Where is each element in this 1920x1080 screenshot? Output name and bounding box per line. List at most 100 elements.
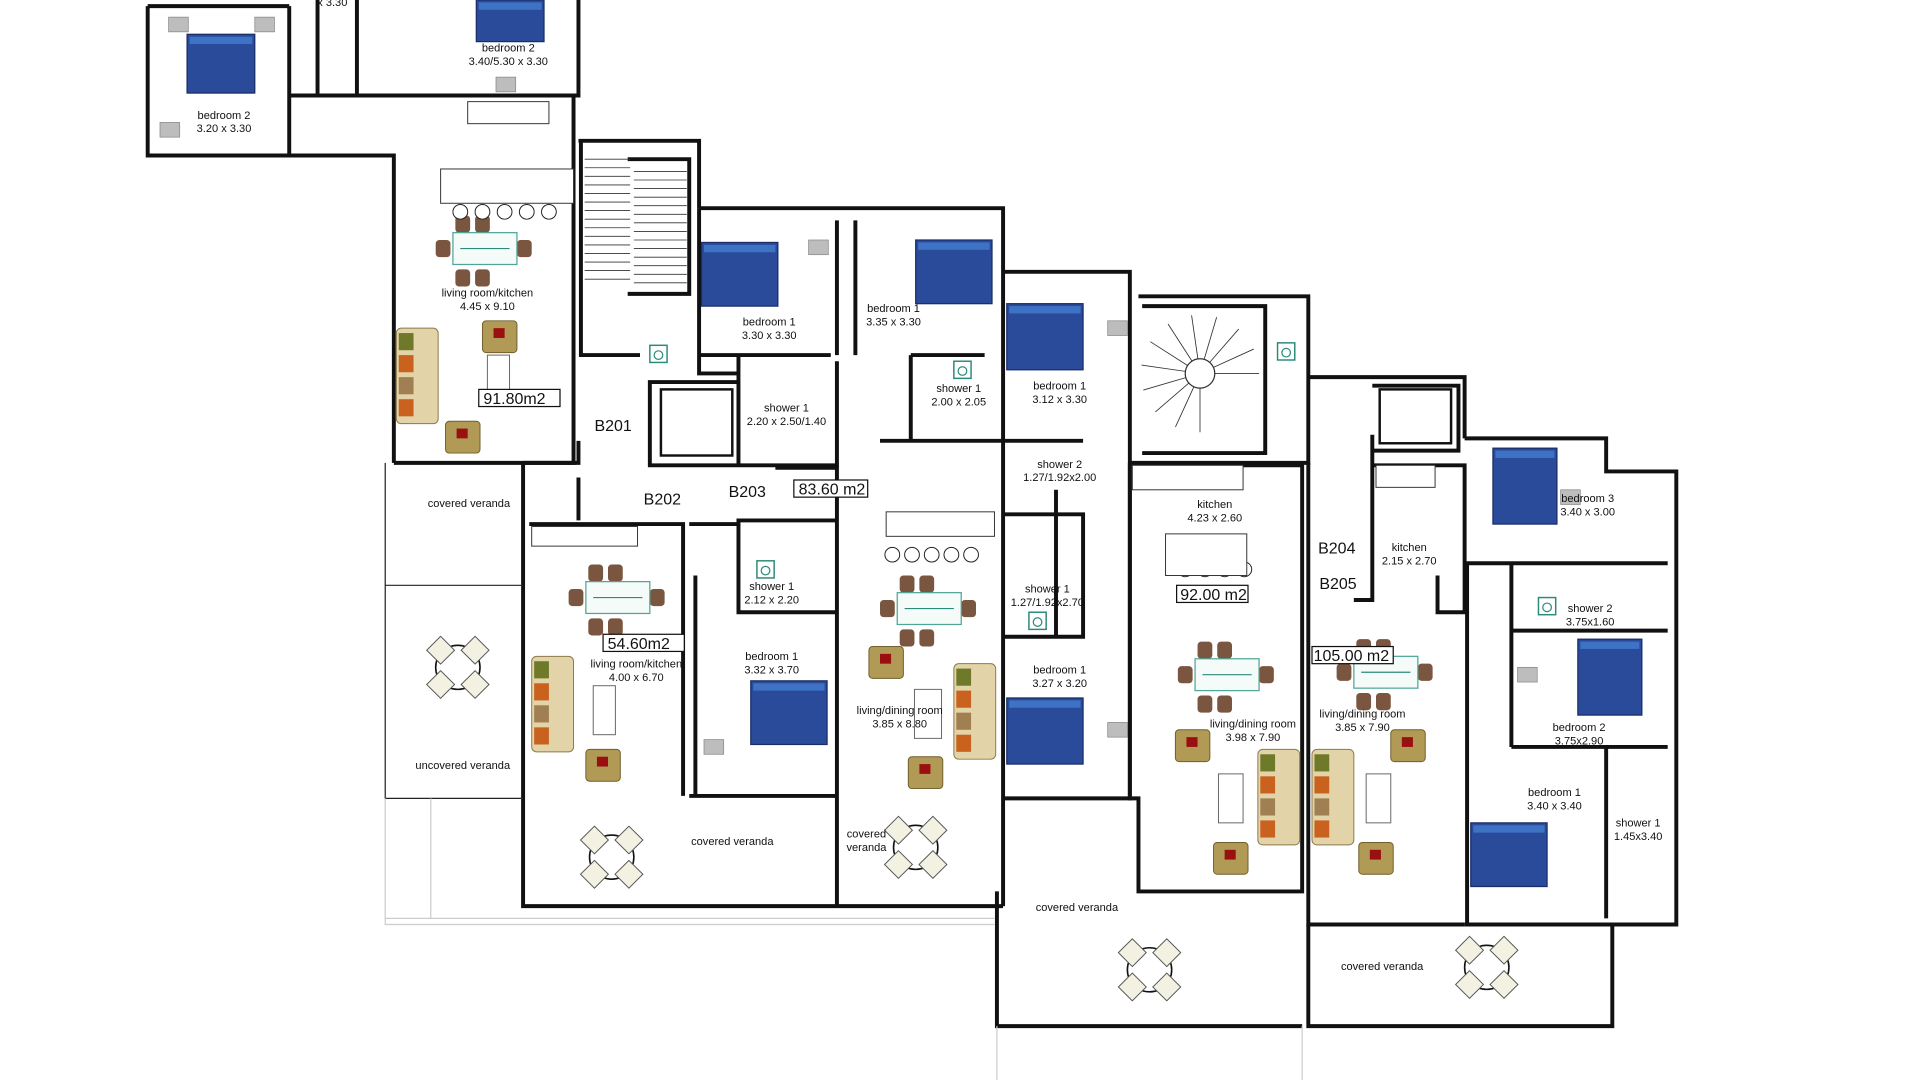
sofa-cushion <box>534 705 549 723</box>
veranda-chair-icon <box>614 825 644 855</box>
nightstand-icon <box>703 739 725 755</box>
area-box <box>478 388 561 408</box>
chair-icon <box>588 618 604 636</box>
nightstand-icon <box>495 76 517 93</box>
wall <box>880 353 1004 443</box>
room-label: bedroom 23.20 x 3.30 <box>197 110 252 135</box>
stair-step <box>1167 323 1193 362</box>
room-dimensions: 3.20 x 3.30 <box>197 123 252 135</box>
nightstand-icon <box>159 122 181 138</box>
sofa-cushion <box>398 399 414 417</box>
room-name: living/dining room <box>857 705 943 717</box>
room-dimensions: 3.35 x 3.30 <box>866 317 921 329</box>
sofa-cushion <box>398 377 414 395</box>
wheelchair-accessible-icon <box>1537 596 1557 616</box>
room-dimensions: 3.75x1.60 <box>1566 617 1615 629</box>
wall <box>393 95 702 465</box>
chair-icon <box>919 629 935 647</box>
veranda-label-line1: covered <box>847 829 886 841</box>
bed-pillow <box>918 242 990 250</box>
chair-icon <box>919 575 935 593</box>
veranda-chair-icon <box>614 859 644 889</box>
sofa-cushion <box>534 683 549 701</box>
sign-frame <box>953 360 972 380</box>
wheel <box>760 565 771 576</box>
coffee-table-icon <box>592 685 616 736</box>
wall <box>1464 436 1679 927</box>
stair-well <box>1184 358 1216 389</box>
bed-mattress <box>915 239 993 305</box>
unit-labels: B201 B202 B203 B204 B205 91.80m2 54.60m2… <box>478 388 1394 665</box>
stair-step <box>1143 377 1186 391</box>
chair-icon <box>1197 695 1213 713</box>
bed-icon <box>750 680 828 746</box>
wall <box>1129 294 1311 465</box>
room-label: bedroom 13.40 x 3.40 <box>1527 787 1582 812</box>
veranda-chair-icon <box>918 849 948 880</box>
sofa-cushion <box>1260 776 1276 794</box>
bed-mattress <box>750 680 828 746</box>
room-dimensions: 3.40/5.30 x 3.30 <box>469 56 548 68</box>
room-dimensions: 4.45 x 9.10 <box>460 301 515 313</box>
stair-step <box>1175 386 1195 428</box>
room-dimensions: 2.15 x 2.70 <box>1382 556 1437 568</box>
room-name: shower 2 <box>1568 603 1613 615</box>
bed-icon <box>1006 303 1084 371</box>
armchair-cushion <box>1186 737 1198 747</box>
bed-pillow <box>1495 450 1555 458</box>
room-label: kitchen 2.15 x 2.70 <box>1382 542 1437 567</box>
veranda-table-icon <box>883 815 948 880</box>
room-label: bedroom 2 3.40/5.30 x 3.30 <box>469 42 548 67</box>
wall <box>578 140 692 358</box>
bar-stool-icon <box>943 546 960 563</box>
bar-stool-icon <box>518 204 535 220</box>
sign-frame <box>756 560 775 579</box>
room-dimensions: 3.30 x 3.30 <box>742 330 797 342</box>
veranda-chair-icon <box>918 815 948 845</box>
room-dimensions: 3.32 x 3.70 <box>744 664 799 676</box>
room-name: shower 1 <box>1616 818 1661 830</box>
kitchen-counter <box>1165 533 1248 576</box>
room-name: kitchen <box>1392 542 1427 554</box>
wheel <box>1542 602 1552 613</box>
chair-icon <box>475 269 490 287</box>
room-label: bedroom 23.75x2.90 <box>1553 722 1606 747</box>
veranda-chair-icon <box>1152 972 1182 1002</box>
room-label: shower 12.00 x 2.05 <box>931 383 986 408</box>
stair-step <box>1209 328 1240 363</box>
room-label: bedroom 33.40 x 3.00 <box>1560 493 1615 518</box>
bed-pillow <box>753 683 825 691</box>
sofa-cushion <box>956 734 972 752</box>
room-name: shower 1 <box>749 581 794 593</box>
unit-id-b201: B201 <box>594 418 631 435</box>
room-label: shower 2 3.75x1.60 <box>1566 603 1615 628</box>
room-name: bedroom 1 <box>743 317 796 329</box>
room-dimensions: 1.45x3.40 <box>1614 831 1663 843</box>
kitchen-counter <box>1375 464 1436 488</box>
room-name: bedroom 1 <box>867 303 920 315</box>
sofa-cushion <box>534 727 549 745</box>
bed-pillow <box>1009 306 1081 314</box>
chair-icon <box>1197 641 1213 659</box>
dining-table-icon <box>435 215 532 287</box>
room-name: shower 2 <box>1037 459 1082 471</box>
sofa-cushion <box>1314 798 1330 816</box>
room-name: bedroom 2 <box>482 42 535 54</box>
sofa-cushion <box>1314 754 1330 772</box>
bed-mattress <box>1577 638 1643 716</box>
bed-icon <box>475 0 545 43</box>
bed-pillow <box>1473 825 1545 833</box>
nightstand-icon <box>1560 489 1581 505</box>
room-name: kitchen <box>1197 499 1232 511</box>
kitchen-counter <box>531 526 639 547</box>
unit-id-b205: B205 <box>1319 576 1356 593</box>
chair-icon <box>899 629 915 647</box>
wheelchair-accessible-icon <box>953 360 972 380</box>
wheel <box>1032 617 1043 627</box>
chair-icon <box>1177 666 1193 684</box>
dining-table-icon <box>880 575 976 647</box>
bed-pillow <box>1009 700 1081 708</box>
veranda-chair-icon <box>1489 969 1519 1000</box>
